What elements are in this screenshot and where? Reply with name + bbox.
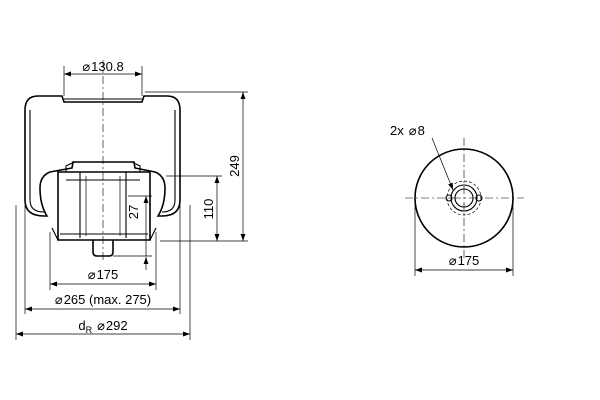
piston-base-edge xyxy=(51,227,59,241)
dim-top-plate-label: ⌀130.8 xyxy=(82,59,123,74)
dim-effective-diameter-label: dR⌀292 xyxy=(78,318,127,335)
bellow-inner-line xyxy=(29,110,45,213)
piston-base-edge-right xyxy=(149,227,157,241)
mount-hole-left xyxy=(445,194,453,202)
dim-bellow-diameter-label: ⌀265 (max. 275) xyxy=(55,292,151,307)
dim-piston-height-label: 110 xyxy=(201,199,216,220)
dim-piston-diameter-label: ⌀175 xyxy=(88,267,119,282)
holes-leader-line xyxy=(431,137,454,191)
dim-plate-diameter-label: ⌀175 xyxy=(449,253,480,268)
holes-label: 2x⌀8 xyxy=(390,123,425,138)
bottom-view: 2x⌀8 ⌀175 xyxy=(390,123,524,276)
side-view: ⌀130.8 249 110 27 ⌀175 ⌀265 (max. 275) d… xyxy=(15,59,248,340)
dim-overall-height-label: 249 xyxy=(227,155,242,177)
dim-bottom-offset-label: 27 xyxy=(126,205,141,219)
bellow-inner-line-right xyxy=(161,110,176,213)
bellow-outline xyxy=(24,95,181,217)
